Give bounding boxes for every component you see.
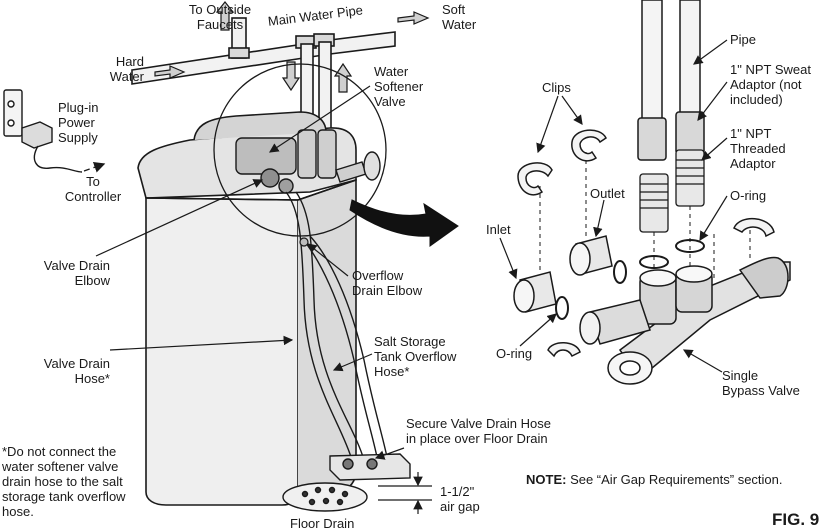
bypass-valve [579,256,791,385]
threaded-adaptors [639,149,705,233]
label-o-ring-left: O-ring [496,346,533,361]
supply-pipes [641,0,701,123]
air-gap-dimension [378,472,432,514]
drain-fitting [329,453,411,481]
clips [517,129,775,358]
label-clips: Clips [542,80,571,95]
label-air-gap: 1-1/2"air gap [440,484,480,514]
figure-number: FIG. 9 [772,510,820,529]
overflow-elbow [299,237,309,247]
label-floor-drain: Floor Drain [290,516,355,531]
o-rings [555,239,705,320]
inlet-outlet-ports [513,235,613,313]
zoom-arrow [349,199,459,247]
label-o-ring-right: O-ring [730,188,767,203]
leader-lines [95,39,728,460]
label-pipe: Pipe [730,32,757,47]
note-text: See “Air Gap Requirements” section. [566,472,783,487]
floor-drain [282,482,368,512]
air-gap-note: NOTE: See “Air Gap Requirements” section… [526,472,783,487]
softener-valve-assembly [235,129,381,194]
label-outlet: Outlet [590,186,625,201]
power-supply [21,121,106,173]
sweat-adaptors [637,111,705,161]
wall-outlet [3,89,23,137]
drain-hoses [285,191,389,463]
flow-arrows [154,1,430,93]
label-inlet: Inlet [486,222,511,237]
guide-dashes [539,152,751,280]
note-prefix: NOTE: [526,472,567,487]
